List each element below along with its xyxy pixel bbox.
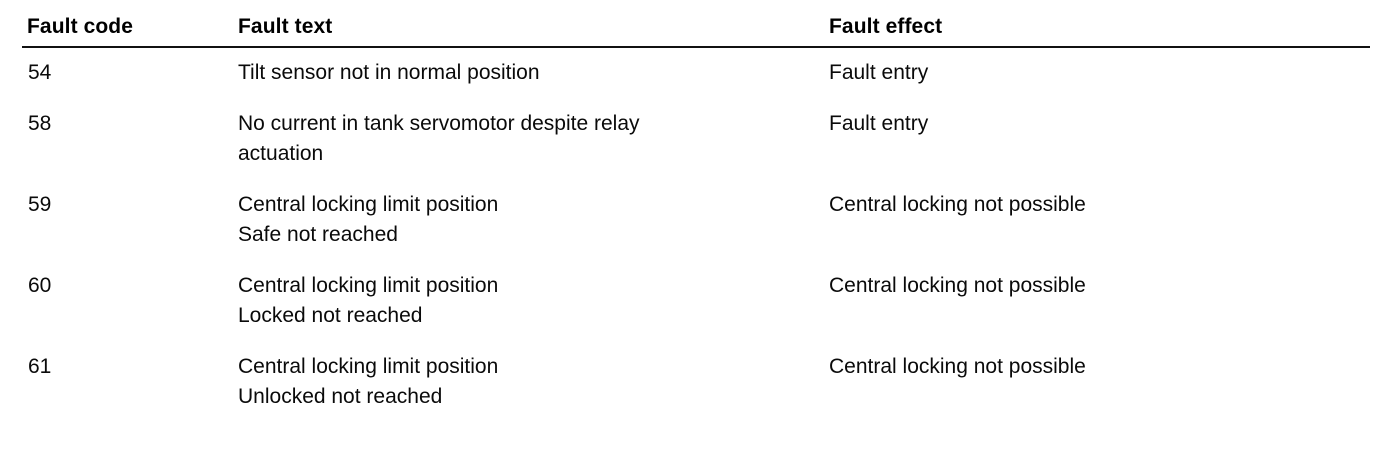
fault-text-line: Safe not reached — [238, 223, 398, 246]
fault-text-line: Central locking limit position — [238, 274, 499, 297]
fault-effect-line: Central locking not possible — [829, 355, 1086, 378]
fault-text-line: Locked not reached — [238, 304, 423, 327]
cell-fault-effect: Central locking not possible — [829, 271, 1369, 301]
table-header-row: Fault code Fault text Fault effect — [0, 14, 1392, 44]
fault-effect-line: Fault entry — [829, 112, 929, 135]
cell-fault-code: 59 — [28, 193, 52, 216]
column-header-fault-text: Fault text — [238, 15, 333, 38]
cell-fault-code: 58 — [28, 112, 52, 135]
table-row: 58 No current in tank servomotor despite … — [0, 109, 1392, 190]
cell-fault-effect: Fault entry — [829, 58, 1369, 88]
cell-fault-code: 61 — [28, 355, 52, 378]
column-header-fault-effect: Fault effect — [829, 15, 943, 38]
fault-text-line: Unlocked not reached — [238, 385, 443, 408]
cell-fault-effect: Central locking not possible — [829, 352, 1369, 382]
cell-fault-code: 54 — [28, 61, 52, 84]
column-header-fault-code: Fault code — [27, 15, 134, 38]
header-divider-rule — [22, 46, 1370, 48]
cell-fault-effect: Fault entry — [829, 109, 1369, 139]
fault-effect-line: Central locking not possible — [829, 274, 1086, 297]
fault-text-line: Central locking limit position — [238, 193, 499, 216]
fault-effect-line: Fault entry — [829, 61, 929, 84]
fault-text-line: Tilt sensor not in normal position — [238, 61, 540, 84]
cell-fault-text: No current in tank servomotor despite re… — [238, 109, 808, 169]
cell-fault-code: 60 — [28, 274, 52, 297]
fault-text-line: No current in tank servomotor despite re… — [238, 112, 640, 135]
cell-fault-effect: Central locking not possible — [829, 190, 1369, 220]
cell-fault-text: Tilt sensor not in normal position — [238, 58, 808, 88]
fault-effect-line: Central locking not possible — [829, 193, 1086, 216]
table-row: 54 Tilt sensor not in normal position Faul… — [0, 58, 1392, 109]
fault-text-line: Central locking limit position — [238, 355, 499, 378]
fault-text-line: actuation — [238, 142, 324, 165]
